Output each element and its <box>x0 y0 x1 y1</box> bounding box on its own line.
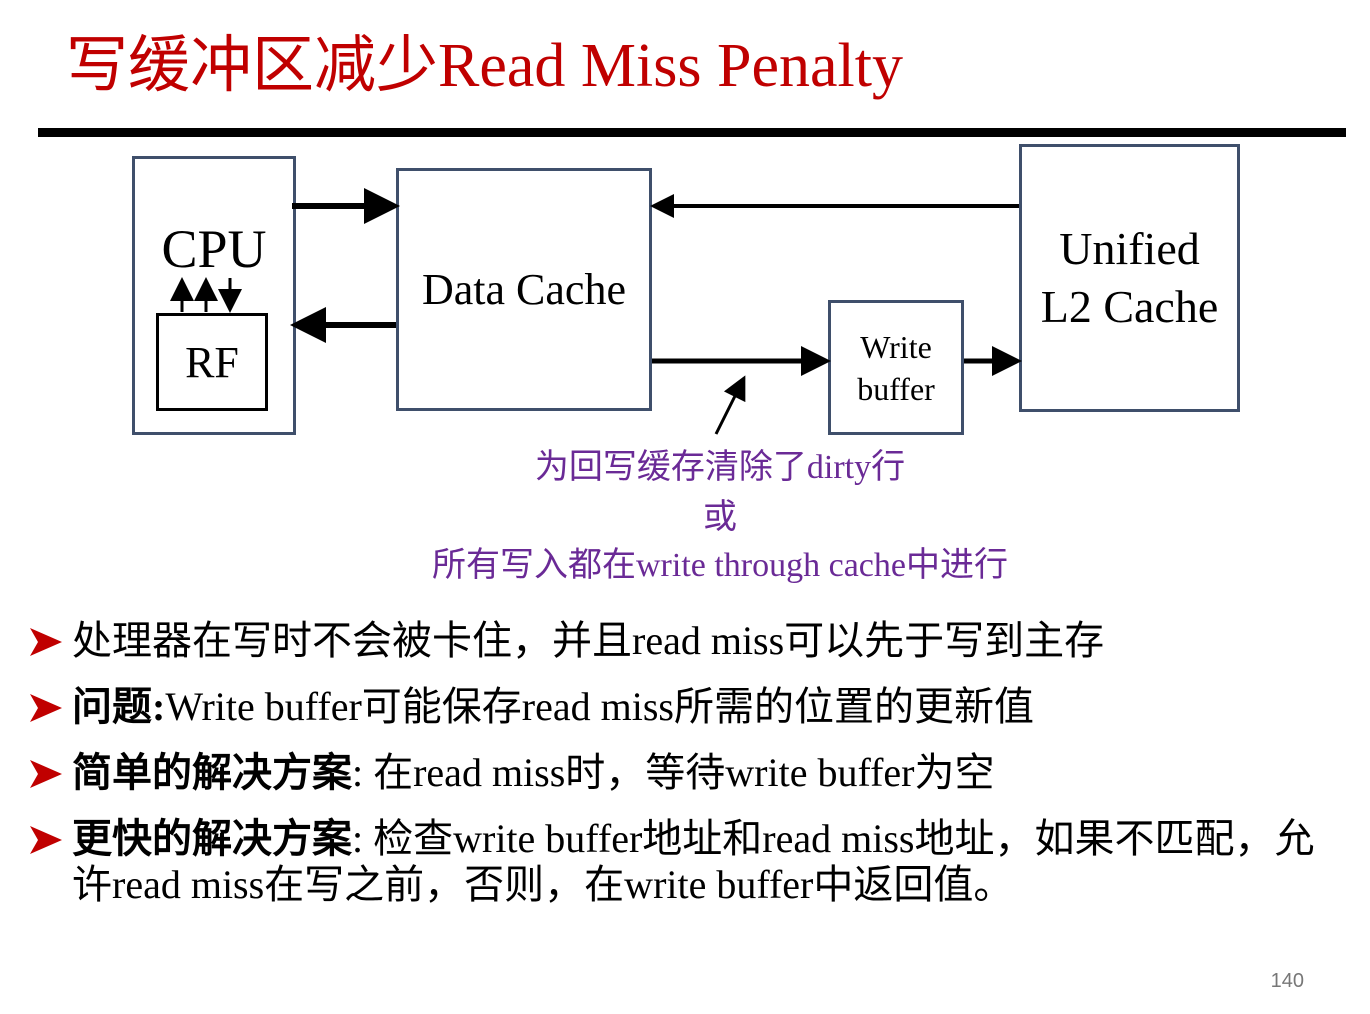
bullet-4-lead: 更快的解决方案 <box>72 816 352 861</box>
title-divider <box>38 128 1346 137</box>
rf-box: RF <box>156 313 268 411</box>
annotation-line-2: 或 <box>703 499 737 536</box>
bullet-2-lead: 问题: <box>72 684 166 729</box>
page-number: 140 <box>1270 970 1304 992</box>
annotation-pointer-arrow <box>714 375 746 435</box>
write-buffer-label-line1: Write <box>860 328 932 365</box>
bullet-1-text: 处理器在写时不会被卡住，并且read miss可以先于写到主存 <box>72 618 1105 663</box>
write-buffer-label-line2: buffer <box>857 370 935 407</box>
rf-label: RF <box>185 337 239 387</box>
bullet-item-2: 问题:Write buffer可能保存read miss所需的位置的更新值 <box>28 684 1348 730</box>
l2-cache-label-line2: L2 Cache <box>1040 281 1219 332</box>
bullet-4-text: : 检查write buffer地址和read miss地址，如果不匹配，允许r… <box>72 816 1315 907</box>
bullet-arrow-icon <box>30 628 62 656</box>
annotation-line-1: 为回写缓存清除了dirty行 <box>534 449 906 486</box>
data-cache-box: Data Cache <box>396 168 652 411</box>
l2-cache-label-line1: Unified <box>1059 223 1200 274</box>
cpu-label: CPU <box>161 219 267 279</box>
write-buffer-box: Write buffer <box>828 300 964 435</box>
bullet-3-lead: 简单的解决方案 <box>72 750 352 795</box>
bullet-list: 处理器在写时不会被卡住，并且read miss可以先于写到主存 问题:Write… <box>28 618 1348 928</box>
bullet-2-text: Write buffer可能保存read miss所需的位置的更新值 <box>165 684 1034 729</box>
bullet-arrow-icon <box>30 760 62 788</box>
bullet-item-4: 更快的解决方案: 检查write buffer地址和read miss地址，如果… <box>28 816 1348 908</box>
bullet-item-3: 简单的解决方案: 在read miss时，等待write buffer为空 <box>28 750 1348 796</box>
bullet-arrow-icon <box>30 694 62 722</box>
l2-cache-box: Unified L2 Cache <box>1019 144 1240 412</box>
bullet-item-1: 处理器在写时不会被卡住，并且read miss可以先于写到主存 <box>28 618 1348 664</box>
data-cache-label: Data Cache <box>422 265 626 314</box>
bullet-arrow-icon <box>30 826 62 854</box>
bullet-3-text: : 在read miss时，等待write buffer为空 <box>352 750 995 795</box>
slide-title: 写缓冲区减少Read Miss Penalty <box>66 32 903 100</box>
annotation-line-3: 所有写入都在write through cache中进行 <box>432 547 1008 584</box>
